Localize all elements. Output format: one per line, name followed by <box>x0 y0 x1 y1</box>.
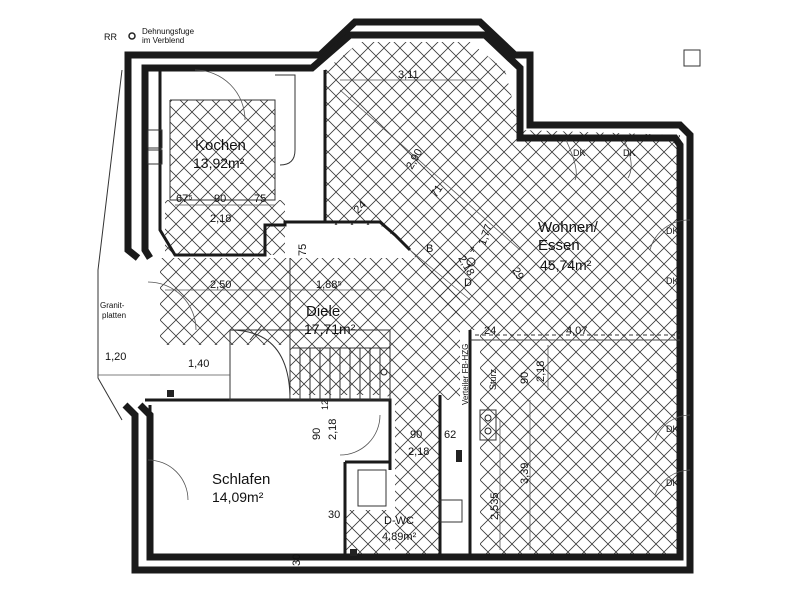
dim-29: 29 <box>509 266 526 283</box>
dim-90-d: 90 <box>410 429 422 441</box>
granit-label-2: platten <box>102 311 126 320</box>
annotations: Granit- platten Verteiler FB-HZG Sturz D… <box>100 148 679 488</box>
verteiler-label: Verteiler FB-HZG <box>461 344 470 405</box>
dim-30-b: 30 <box>291 554 303 566</box>
dim-1-88: 1,88⁵ <box>316 279 342 291</box>
staircase <box>229 329 391 401</box>
label-d: D <box>464 277 472 289</box>
room-name-schlafen: Schlafen <box>212 471 270 488</box>
dim-3-39: 3,39 <box>519 463 531 484</box>
dim-2-18-c: 2,18 <box>535 361 547 382</box>
room-name-kochen: Kochen <box>195 137 246 154</box>
dim-2-535: 2,535 <box>489 492 501 520</box>
dim-90-b: 90 <box>519 372 531 384</box>
dimension-lines <box>98 79 680 550</box>
dk-window-5: DK <box>666 424 679 434</box>
legend-text-2: im Verblend <box>142 36 184 45</box>
dim-2-18-e: 2,18 <box>408 446 429 458</box>
kitchen-counters <box>147 74 296 201</box>
dk-window-3: DK <box>666 226 679 236</box>
expansion-joint-symbol <box>128 32 136 40</box>
north-marker-square <box>683 49 701 67</box>
room-name-essen: Essen <box>538 237 580 254</box>
room-area-dwc: 4,89m² <box>382 531 417 543</box>
dim-1-20: 1,20 <box>105 351 126 363</box>
room-area-kochen: 13,92m² <box>193 155 245 171</box>
legend-text-1: Dehnungsfuge <box>142 27 195 36</box>
legend: RR Dehnungsfuge im Verblend <box>104 27 195 45</box>
door-swings <box>147 69 691 501</box>
dim-67: 67⁵ <box>176 193 193 205</box>
dim-30-a: 30 <box>328 509 340 521</box>
room-labels: Kochen 13,92m² Wohnen/ Essen 45,74m² Die… <box>193 137 599 543</box>
dim-2-18-b: 2,18 <box>210 213 231 225</box>
dim-2-18-d: 2,18 <box>327 419 339 440</box>
legend-code: RR <box>104 32 117 42</box>
dim-24-b: 24 <box>484 325 496 337</box>
dim-2-50: 2,50 <box>210 279 231 291</box>
dim-4-07: 4,07 <box>566 325 587 337</box>
dim-90-a: 90 <box>214 193 226 205</box>
dim-1-40: 1,40 <box>188 358 209 370</box>
outer-walls <box>97 18 694 574</box>
room-area-schlafen: 14,09m² <box>212 489 264 505</box>
granit-label-1: Granit- <box>100 301 125 310</box>
dk-window-4: DK <box>666 276 679 286</box>
room-area-diele: 17,71m² <box>304 321 356 337</box>
dim-12: 12 <box>320 400 330 410</box>
dk-window-2: DK <box>623 148 636 158</box>
dk-window-1: DK <box>573 148 586 158</box>
fixtures <box>167 257 497 556</box>
room-name-diele: Diele <box>306 303 340 320</box>
label-x: x <box>470 244 475 254</box>
dim-90-c: 90 <box>311 428 323 440</box>
room-name-dwc: D-WC <box>384 515 414 527</box>
label-b: B <box>426 243 433 255</box>
room-name-wohnen: Wohnen/ <box>538 219 599 236</box>
tiled-floor <box>160 42 682 560</box>
dim-75-b: 75 <box>297 244 309 256</box>
dim-71: 71 <box>429 183 446 200</box>
dim-3-11: 3,11 <box>398 69 419 81</box>
dk-window-6: DK <box>666 478 679 488</box>
sturz-label: Sturz <box>488 368 498 390</box>
dim-62: 62 <box>444 429 456 441</box>
room-area-wohnen: 45,74m² <box>540 257 592 273</box>
dim-75-a: 75 <box>254 193 266 205</box>
